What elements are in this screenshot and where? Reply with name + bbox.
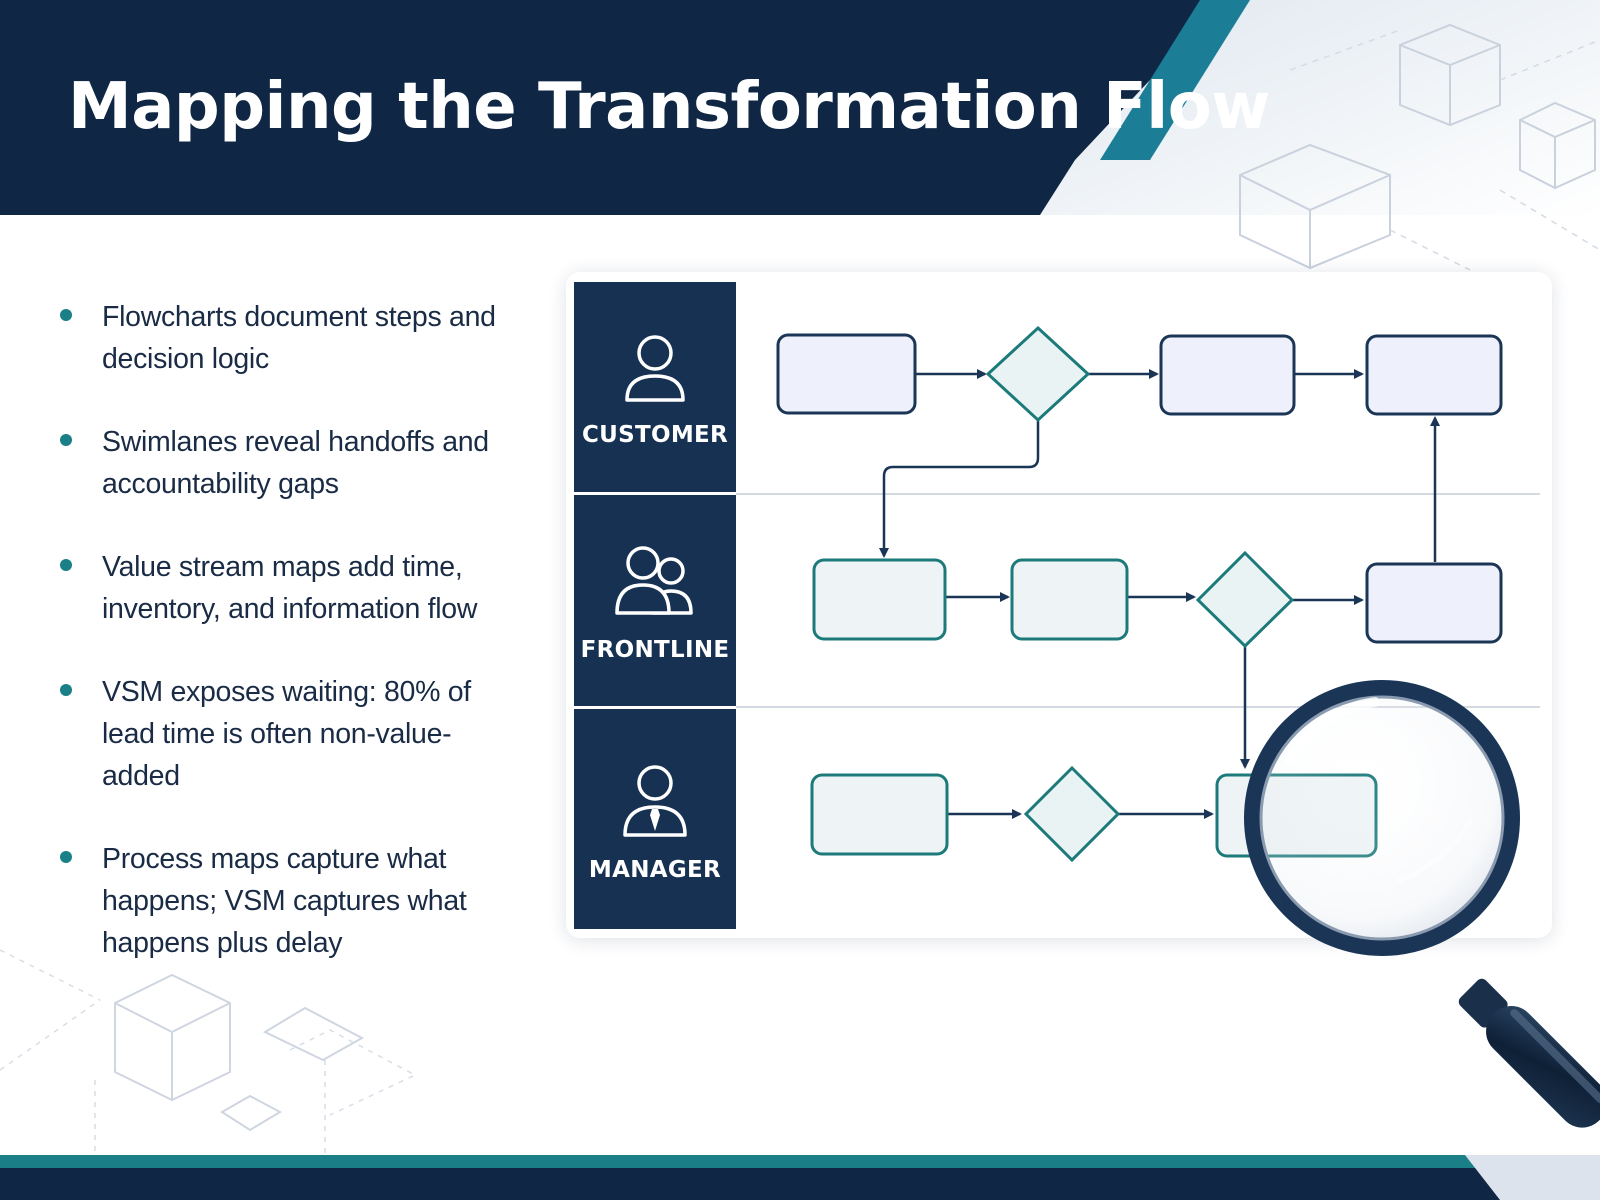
bullet-text: Flowcharts document steps and decision l… [102,301,496,375]
slide-title: Mapping the Transformation Flow [68,70,1270,144]
bullet-item: Value stream maps add time, inventory, a… [58,546,528,630]
process-step [1010,558,1129,641]
process-step [810,773,949,856]
person-icon [625,335,685,402]
bullet-dot [60,559,72,571]
lane-label: MANAGER [588,857,722,883]
bullet-list: Flowcharts document steps and decision l… [58,296,528,1005]
group-icon [615,546,693,615]
header-band [0,0,1225,215]
flow-arrow [879,420,1040,558]
bullet-dot [60,309,72,321]
bullet-dot [60,684,72,696]
manager-icon [623,765,687,837]
bullet-text: Process maps capture what happens; VSM c… [102,843,467,959]
bullet-item: Flowcharts document steps and decision l… [58,296,528,380]
bullet-dot [60,851,72,863]
process-step [1365,334,1503,416]
footer-band [0,1168,1600,1200]
process-step [1365,562,1503,644]
process-step [776,333,917,415]
process-step [812,558,947,641]
bullet-text: Value stream maps add time, inventory, a… [102,551,478,625]
process-step [1159,334,1296,416]
lane-label: FRONTLINE [580,637,730,663]
bullet-text: VSM exposes waiting: 80% of lead time is… [102,676,471,792]
decision-diamond [1195,550,1295,649]
lane-header-customer: CUSTOMER [574,282,736,492]
lane-label: CUSTOMER [581,422,729,448]
bullet-item: Process maps capture what happens; VSM c… [58,838,528,964]
lane-header-frontline: FRONTLINE [574,495,736,706]
footer-accent-stripe [0,1155,1600,1168]
decision-diamond [985,325,1091,423]
header-accent-stripe [1100,0,1250,160]
decision-diamond [1023,765,1121,863]
bullet-dot [60,434,72,446]
lane-header-manager: MANAGER [574,709,736,929]
bullet-item: Swimlanes reveal handoffs and accountabi… [58,421,528,505]
bullet-item: VSM exposes waiting: 80% of lead time is… [58,671,528,797]
bullet-text: Swimlanes reveal handoffs and accountabi… [102,426,489,500]
